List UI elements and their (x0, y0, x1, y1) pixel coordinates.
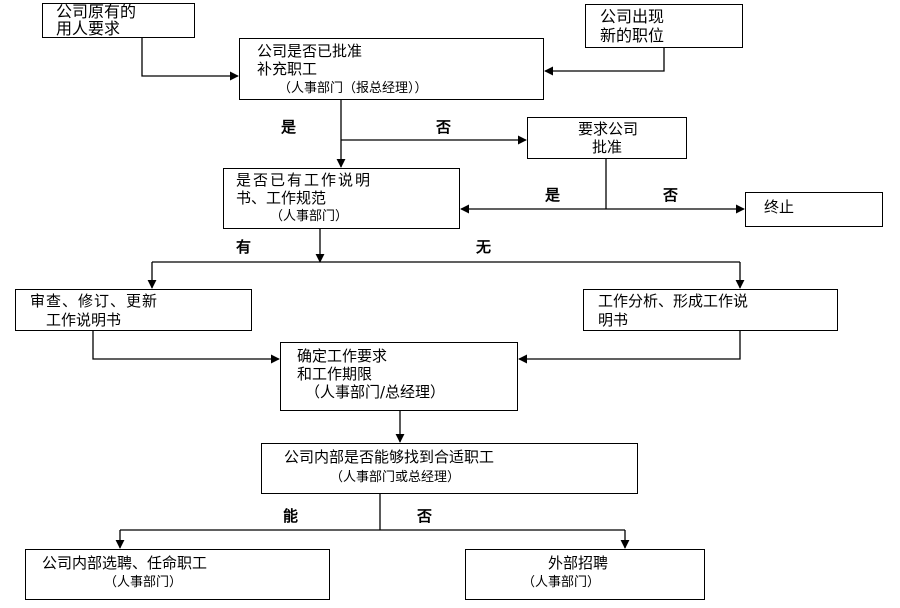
box-approve-hire: 公司是否已批准 补充职工 （人事部门（报总经理）） (239, 38, 544, 100)
box-internal-hire-line2: （人事部门） (104, 575, 183, 590)
box-review-update-line2: 工作说明书 (46, 311, 122, 329)
box-new-position-line2: 新的职位 (600, 26, 665, 45)
label-no-approve: 否 (436, 118, 452, 136)
box-original-need-line2: 用人要求 (56, 19, 121, 38)
label-none: 无 (476, 238, 492, 256)
box-define-requirements: 确定工作要求 和工作期限 （人事部门/总经理） (280, 342, 518, 411)
box-original-need: 公司原有的 用人要求 (42, 2, 195, 38)
label-no-search: 否 (417, 507, 433, 525)
box-approve-hire-line2: 补充职工 (257, 60, 318, 78)
box-has-job-desc-line1: 是否已有工作说明 (236, 171, 373, 189)
box-internal-hire-line1: 公司内部选聘、任命职工 (42, 554, 208, 572)
box-new-position: 公司出现 新的职位 (585, 4, 743, 48)
box-job-analysis-line2: 明书 (598, 311, 629, 329)
connector-review-to-define (92, 331, 280, 364)
box-review-update: 审查、修订、更新 工作说明书 (15, 289, 252, 331)
box-internal-search-line1: 公司内部是否能够找到合适职工 (284, 448, 495, 466)
box-has-job-desc: 是否已有工作说明 书、工作规范 （人事部门） (223, 168, 460, 229)
box-define-requirements-line1: 确定工作要求 (297, 347, 388, 365)
box-review-update-line1: 审查、修订、更新 (30, 292, 159, 310)
label-no-request: 否 (663, 186, 679, 204)
box-approve-hire-line1: 公司是否已批准 (257, 42, 363, 60)
box-has-job-desc-line2: 书、工作规范 (236, 189, 327, 207)
box-define-requirements-line2: 和工作期限 (297, 365, 373, 383)
box-has-job-desc-line3: （人事部门） (270, 209, 349, 224)
box-internal-hire: 公司内部选聘、任命职工 （人事部门） (25, 549, 330, 600)
connector-new-position-to-approve (544, 47, 665, 76)
box-new-position-line1: 公司出现 (600, 7, 665, 26)
label-have: 有 (236, 238, 252, 256)
box-terminate: 终止 (745, 192, 883, 227)
box-request-approval-line1: 要求公司 (578, 120, 639, 138)
box-original-need-line1: 公司原有的 (56, 2, 137, 21)
box-define-requirements-line3: （人事部门/总经理） (305, 383, 446, 401)
box-approve-hire-line3: （人事部门（报总经理）） (278, 81, 428, 96)
box-request-approval: 要求公司 批准 (527, 117, 687, 159)
label-yes-approve: 是 (281, 118, 297, 136)
connector-analysis-to-define (518, 331, 741, 364)
box-job-analysis-line1: 工作分析、形成工作说 (598, 292, 749, 310)
box-internal-search: 公司内部是否能够找到合适职工 （人事部门或总经理） (261, 443, 638, 494)
label-can: 能 (283, 507, 299, 525)
box-external-hire-line2: （人事部门） (522, 575, 601, 590)
box-job-analysis: 工作分析、形成工作说 明书 (583, 289, 838, 331)
label-yes-request: 是 (545, 186, 561, 204)
box-request-approval-line2: 批准 (592, 138, 623, 156)
box-terminate-line1: 终止 (764, 198, 795, 216)
box-external-hire-line1: 外部招聘 (548, 554, 609, 572)
box-internal-search-line2: （人事部门或总经理） (330, 470, 461, 485)
connector-original-need-to-approve (141, 37, 239, 81)
box-external-hire: 外部招聘 （人事部门） (465, 549, 705, 600)
